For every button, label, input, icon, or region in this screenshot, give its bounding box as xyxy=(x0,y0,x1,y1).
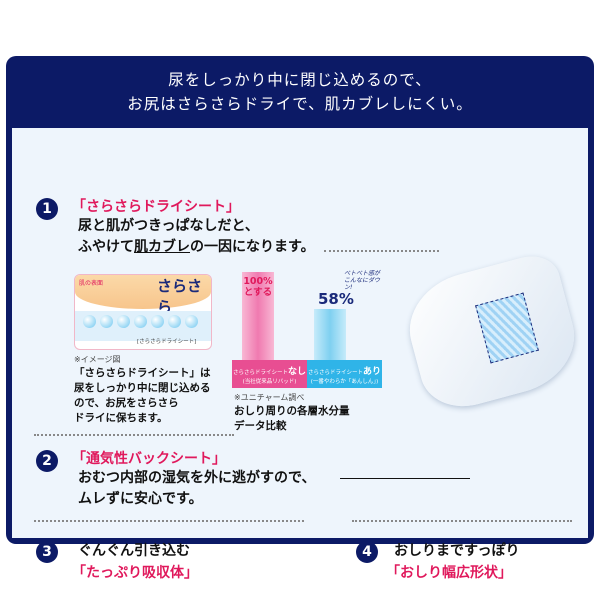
category-label-with: さらさらドライシートあり(一番やわらか「あんしん」) xyxy=(307,360,382,388)
number-badge-3: 3 xyxy=(36,541,58,563)
chart-annotation: ベトベト感がこんなにダウン! xyxy=(344,270,381,291)
section2-line1: おむつ内部の湿気を外に逃がすので、 xyxy=(78,470,316,486)
bar1-value-label: 58% xyxy=(318,290,354,308)
section4-title: 「おしり幅広形状」 xyxy=(386,565,512,581)
divider xyxy=(34,434,234,436)
number-badge-4: 4 xyxy=(356,541,378,563)
header-line2: お尻はさらさらドライで、肌カブレしにくい。 xyxy=(127,95,473,113)
skin-layer xyxy=(75,275,211,309)
leader-line-1 xyxy=(324,250,439,252)
section3-line1: ぐんぐん引き込む xyxy=(78,543,190,559)
absorbent-beads xyxy=(83,315,198,328)
feature-panel: 尿をしっかり中に閉じ込めるので、 お尻はさらさらドライで、肌カブレしにくい。 1… xyxy=(6,56,594,581)
moisture-chart: 100%とする 58% ベトベト感がこんなにダウン! さらさらドライシートなし(… xyxy=(232,268,382,388)
image-note: ※イメージ図 xyxy=(74,355,121,364)
section3-title: 「たっぷり吸収体」 xyxy=(72,565,198,581)
number-badge-2: 2 xyxy=(36,450,58,472)
bar-with-sheet xyxy=(314,308,346,360)
divider xyxy=(352,520,572,522)
panel-body: 1 「さらさらドライシート」 尿と肌がつきっぱなしだと、 ふやけて肌カブレの一因… xyxy=(12,128,588,581)
section2-title: 「通気性バックシート」 xyxy=(72,451,226,467)
divider xyxy=(34,520,304,522)
bar-without-sheet xyxy=(242,272,274,360)
section1-title: 「さらさらドライシート」 xyxy=(72,199,240,215)
header-line1: 尿をしっかり中に閉じ込めるので、 xyxy=(168,71,432,89)
dry-sheet-illustration: 肌の表面 さらさら [さらさらドライシート] xyxy=(74,274,212,350)
bar0-value-label: 100%とする xyxy=(243,276,273,298)
section4-line1: おしりまですっぽり xyxy=(394,543,520,559)
skin-label: 肌の表面 xyxy=(79,280,104,287)
diaper-image xyxy=(392,248,587,418)
section1-line2: ふやけて肌カブレの一因になります。 xyxy=(78,239,315,255)
chart-title: おしり周りの各層水分量データ比較 xyxy=(234,405,350,432)
chart-source: ※ユニチャーム調べ xyxy=(234,393,305,402)
section1-description: 「さらさらドライシート」は尿をしっかり中に閉じ込めるので、お尻をさらさらドライに… xyxy=(74,367,211,424)
panel-header: 尿をしっかり中に閉じ込めるので、 お尻はさらさらドライで、肌カブレしにくい。 xyxy=(6,56,594,128)
section2-line2: ムレずに安心です。 xyxy=(78,491,203,507)
category-label-without: さらさらドライシートなし(当社従来品リバッド) xyxy=(232,360,307,388)
section1-line1: 尿と肌がつきっぱなしだと、 xyxy=(78,218,259,234)
leader-line-2 xyxy=(340,478,470,479)
number-badge-1: 1 xyxy=(36,198,58,220)
sheet-label: [さらさらドライシート] xyxy=(137,339,197,345)
